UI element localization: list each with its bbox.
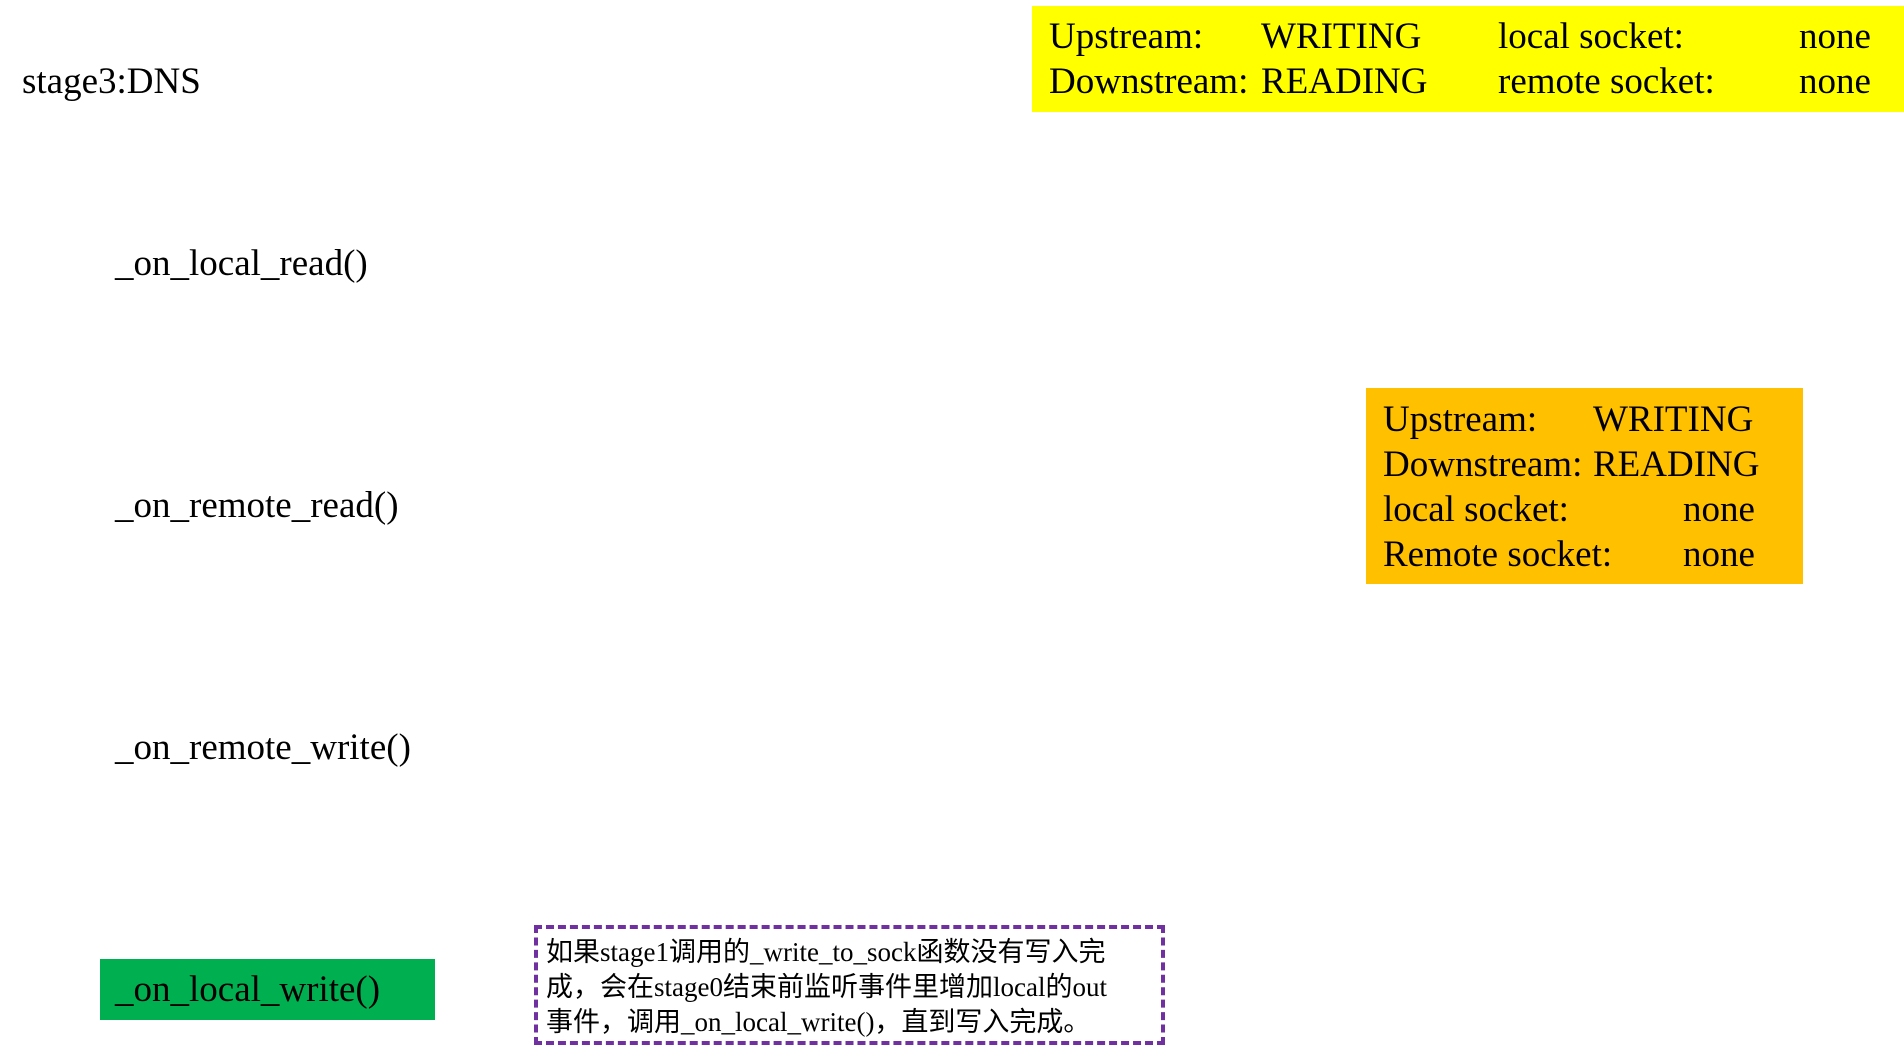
remote-socket-value: none xyxy=(1799,61,1871,102)
state-row-downstream: Downstream: READING xyxy=(1366,442,1803,487)
local-socket-value: none xyxy=(1799,16,1871,57)
state-row-remote-socket: Remote socket: none xyxy=(1366,532,1803,577)
note-callout: 如果stage1调用的_write_to_sock函数没有写入完 成，会在sta… xyxy=(534,925,1165,1045)
connection-status-box: Upstream: WRITING local socket: none Dow… xyxy=(1032,6,1904,112)
state-row-upstream: Upstream: WRITING xyxy=(1366,397,1803,442)
downstream-value: READING xyxy=(1261,61,1428,102)
function-on-remote-write: _on_remote_write() xyxy=(115,727,411,768)
note-line: 事件，调用_on_local_write()，直到写入完成。 xyxy=(546,1007,1091,1037)
remote-socket-value: none xyxy=(1683,534,1755,575)
upstream-value: WRITING xyxy=(1593,399,1754,440)
downstream-label: Downstream: xyxy=(1049,61,1249,102)
state-row-local-socket: local socket: none xyxy=(1366,487,1803,532)
status-row-upstream: Upstream: WRITING local socket: none xyxy=(1032,14,1904,59)
upstream-label: Upstream: xyxy=(1383,399,1538,440)
upstream-label: Upstream: xyxy=(1049,16,1204,57)
downstream-label: Downstream: xyxy=(1383,444,1583,485)
local-socket-label: local socket: xyxy=(1383,489,1569,530)
local-socket-value: none xyxy=(1683,489,1755,530)
function-on-remote-read: _on_remote_read() xyxy=(115,485,399,526)
note-line: 如果stage1调用的_write_to_sock函数没有写入完 xyxy=(546,937,1106,967)
remote-socket-label: remote socket: xyxy=(1498,61,1715,102)
downstream-value: READING xyxy=(1593,444,1760,485)
function-on-local-write: _on_local_write() xyxy=(100,959,435,1020)
status-row-downstream: Downstream: READING remote socket: none xyxy=(1032,59,1904,104)
upstream-value: WRITING xyxy=(1261,16,1422,57)
stage-title: stage3:DNS xyxy=(22,61,201,102)
remote-socket-label: Remote socket: xyxy=(1383,534,1613,575)
local-socket-label: local socket: xyxy=(1498,16,1684,57)
state-after-box: Upstream: WRITING Downstream: READING lo… xyxy=(1366,388,1803,584)
function-on-local-read: _on_local_read() xyxy=(115,243,368,284)
note-line: 成，会在stage0结束前监听事件里增加local的out xyxy=(546,972,1107,1002)
